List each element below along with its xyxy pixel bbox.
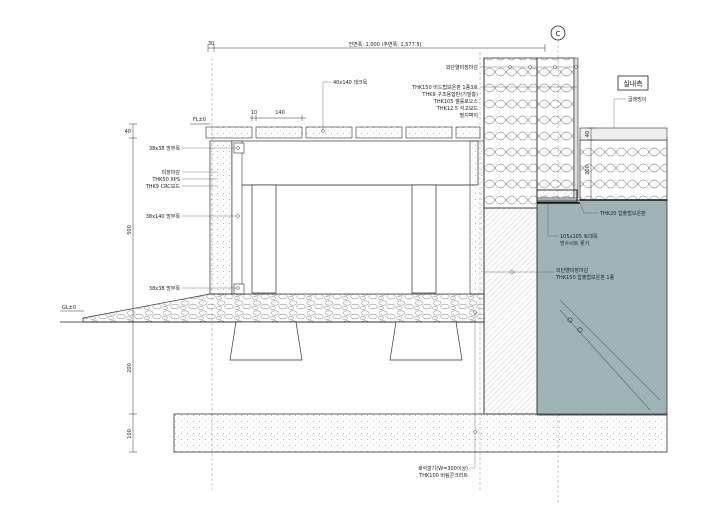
- dim-140: 140: [275, 110, 285, 116]
- rebar-1: [567, 317, 573, 323]
- layer1-label: 외단열미장마감: [446, 64, 479, 71]
- lean-concrete: [173, 413, 668, 453]
- dim-200: 200: [127, 363, 133, 373]
- left-dimension-chain: 40 500 200 100: [125, 123, 137, 453]
- wall-base-plaster: [469, 140, 485, 295]
- layer2-label: THK150 비드법보온판 1종3호: [411, 84, 478, 91]
- joist-top-label: 38x38 방부목: [149, 145, 180, 152]
- dim-100: 100: [127, 429, 133, 439]
- footing-right: [389, 321, 463, 361]
- joist-mid-label: 38x140 방부목: [146, 213, 181, 220]
- joist-bottom-label: 38x38 방부목: [149, 285, 180, 292]
- bottom-labels: 쇄석깔기(W=300이상) THK100 버림콘크리트: [418, 310, 477, 479]
- right-dims: 40 200: [585, 127, 595, 201]
- timber1-label: 105x105 토대목: [560, 233, 598, 240]
- gravel-ground: [82, 293, 485, 323]
- dim-40-left: 40: [125, 129, 131, 135]
- room-label-box: 실내측: [617, 75, 649, 91]
- layer5-label: THK12.5 석고보드: [436, 105, 479, 112]
- wall-cellulose: [536, 57, 575, 199]
- left-labels: 38x38 방부목 미장마감 THK50 XPS THK9 CRC보드 38x1…: [145, 145, 240, 292]
- foundation-insulation-xps: [483, 207, 538, 415]
- layer4-label: THK105 셀룰로오스: [433, 98, 479, 105]
- gravel-label: 쇄석깔기(W=300이상): [418, 465, 468, 472]
- floor-insulation: [579, 139, 668, 201]
- right-top-label: 굽레빙이: [628, 96, 646, 103]
- right-labels: THK20 압출법보온판 105x105 토대목 방수시트 꽂기 외단열미장마감…: [484, 200, 646, 281]
- wall-insulation-eps: [483, 57, 538, 209]
- dim-500: 500: [127, 225, 133, 235]
- skirt-wall: [209, 140, 233, 295]
- dim-40-right: 40: [585, 131, 591, 137]
- foundation-concrete: [536, 199, 668, 416]
- overall-dimension: 전면폭: 1,000 (추면폭: 1,577.5) 30: [207, 41, 546, 52]
- dim-10: 10: [251, 110, 257, 116]
- fl-label: FL±0: [193, 117, 206, 123]
- dim-200-right: 200: [585, 165, 591, 175]
- lean-concrete-label: THK100 버림콘크리트: [418, 472, 468, 479]
- interior-floor: [579, 127, 668, 141]
- found2-label: THK150 압출법보온판 1종: [555, 274, 615, 281]
- sill-timber: [536, 189, 578, 203]
- deck-dims: 10 140: [250, 110, 306, 121]
- rebar-2: [577, 327, 583, 333]
- gl-label: GL±0: [62, 305, 76, 311]
- layer3-label: THK9 구조용합판(기밀층): [421, 91, 478, 98]
- finish3-label: THK9 CRC보드: [145, 184, 181, 190]
- insul-band-label: THK20 압출법보온판: [599, 210, 646, 217]
- footing-left: [229, 321, 303, 361]
- post-left: [251, 184, 277, 294]
- skirt-joist: [231, 140, 243, 295]
- foundation-diagonal-1: [559, 299, 661, 401]
- found1-label: 외단열미장마감: [556, 267, 589, 274]
- layer6-label: 필지벽지: [460, 112, 478, 119]
- overall-dimension-label: 전면폭: 1,000 (추면폭: 1,577.5): [348, 41, 421, 48]
- top-labels: 40x140 데크목 외단열미장마감 THK150 비드법보온판 1종3호 TH…: [321, 64, 646, 133]
- dim-30: 30: [208, 41, 214, 47]
- finish1-label: 미장마감: [162, 169, 181, 176]
- room-label: 실내측: [623, 79, 643, 88]
- deck-boards: [205, 126, 481, 139]
- gypsum-board: [573, 57, 579, 199]
- deck-label: 40x140 데크목: [333, 79, 368, 86]
- post-right: [411, 184, 437, 294]
- finish2-label: THK50 XPS: [151, 177, 180, 183]
- timber2-label: 방수시트 꽂기: [560, 240, 589, 247]
- foundation-diagonal-2: [559, 309, 651, 411]
- deck-beam: [231, 140, 479, 186]
- axis-marker-label: C: [556, 30, 561, 38]
